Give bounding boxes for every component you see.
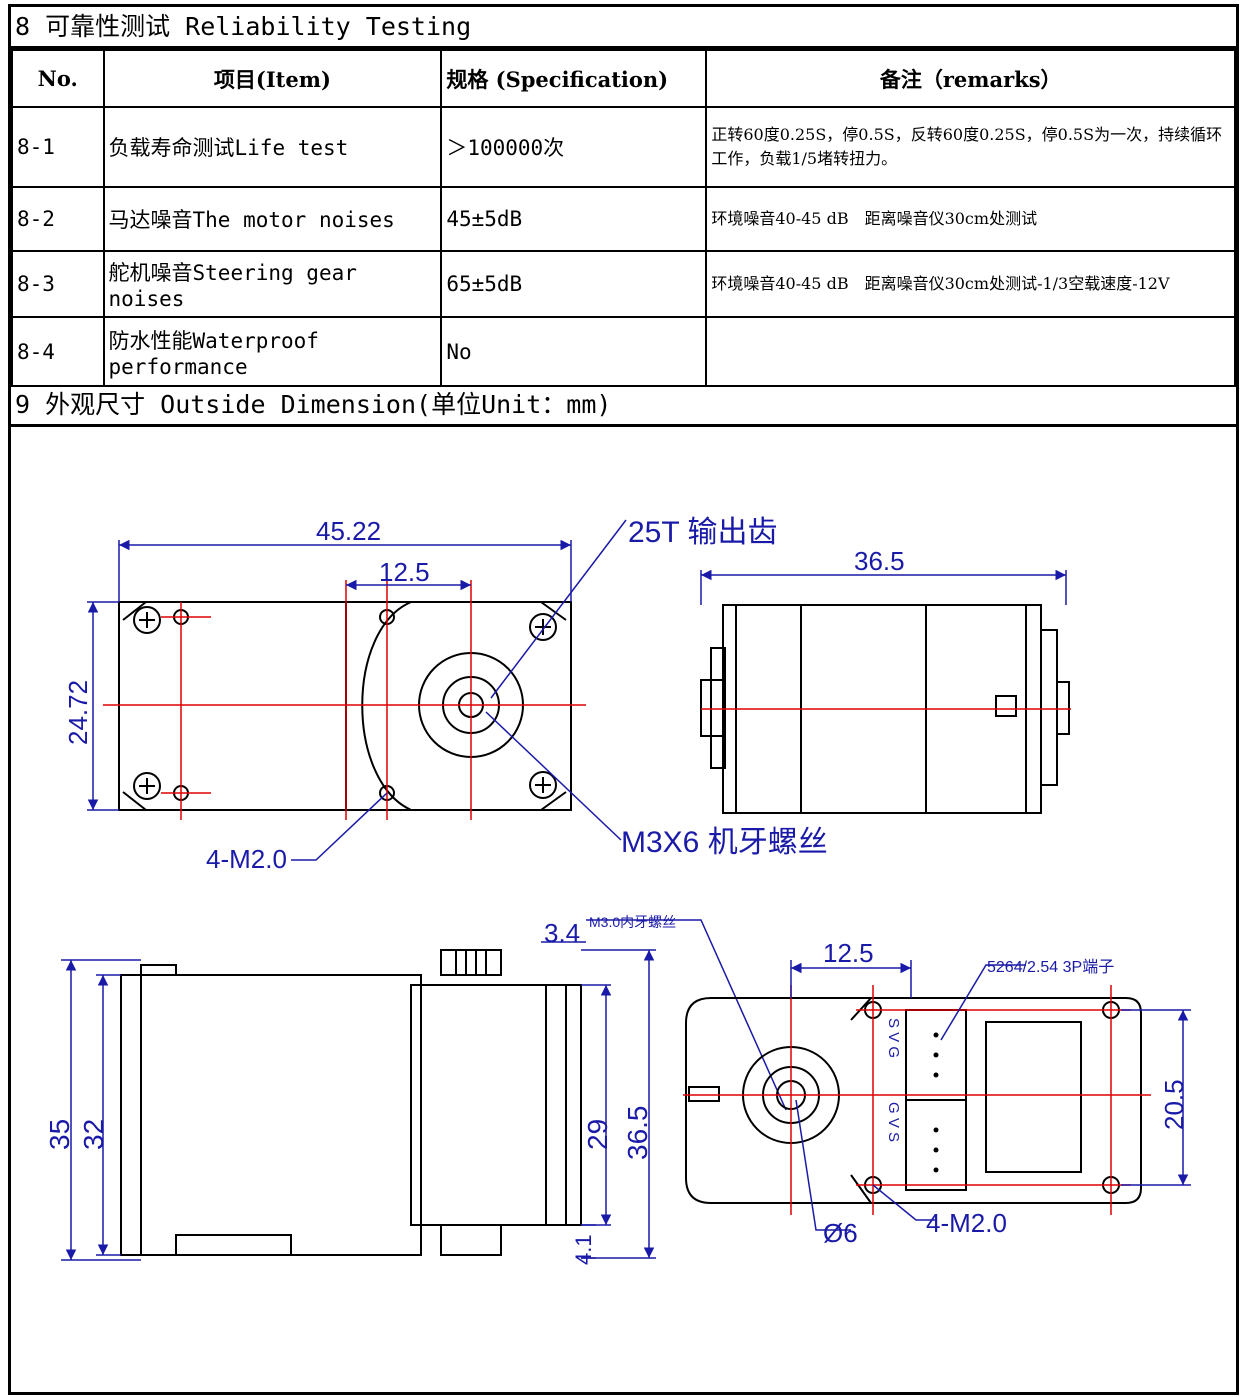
table-row: 8-4 防水性能Waterproof performance No <box>11 316 1236 387</box>
dim-h4: 36.5 <box>622 1106 653 1161</box>
dim-diameter: Ø6 <box>823 1218 858 1248</box>
dim-top-offset: 3.4 <box>544 918 580 948</box>
row-remarks: 环境噪音40-45 dB 距离噪音仪30cm处测试 <box>705 186 1236 252</box>
table-header-row: No. 项目(Item) 规格 (Specification) 备注（remar… <box>11 49 1236 108</box>
row-remarks: 环境噪音40-45 dB 距离噪音仪30cm处测试-1/3空载速度-12V <box>705 250 1236 318</box>
dim-bottom-offset: 4.1 <box>571 1234 596 1265</box>
reliability-table: No. 项目(Item) 规格 (Specification) 备注（remar… <box>11 49 1236 387</box>
label-connector: 5264/2.54 3P端子 <box>987 958 1114 976</box>
section-9-title: 9 外观尺寸 Outside Dimension(单位Unit：mm) <box>11 385 1236 427</box>
row-no: 8-3 <box>11 250 105 318</box>
top-view: 45.22 12.5 24.72 25T 输出齿 4-M2.0 M3X6 机牙螺… <box>63 516 828 874</box>
table-row: 8-2 马达噪音The motor noises 45±5dB 环境噪音40-4… <box>11 186 1236 252</box>
dim-offset: 12.5 <box>379 557 430 587</box>
label-spline: 25T 输出齿 <box>628 516 778 549</box>
dim-depth: 36.5 <box>854 546 905 576</box>
row-spec: No <box>440 316 708 387</box>
centerlines <box>103 580 586 820</box>
front-view: 35 32 29 36.5 3.4 4.1 M3.0内牙螺丝 <box>44 914 787 1265</box>
row-item: 舵机噪音Steering gear noises <box>102 250 443 318</box>
header-item: 项目(Item) <box>102 49 443 108</box>
row-remarks: 正转60度0.25S，停0.5S，反转60度0.25S，停0.5S为一次，持续循… <box>705 106 1236 188</box>
table-row: 8-1 负载寿命测试Life test ＞100000次 正转60度0.25S，… <box>11 106 1236 188</box>
datasheet-page: 8 可靠性测试 Reliability Testing No. 项目(Item)… <box>8 4 1239 1395</box>
header-spec: 规格 (Specification) <box>440 49 708 108</box>
header-no: No. <box>11 49 105 108</box>
row-spec: 65±5dB <box>440 250 708 318</box>
row-spec: 45±5dB <box>440 186 708 252</box>
row-item: 防水性能Waterproof performance <box>102 316 443 387</box>
table-row: 8-3 舵机噪音Steering gear noises 65±5dB 环境噪音… <box>11 250 1236 318</box>
row-item: 马达噪音The motor noises <box>102 186 443 252</box>
side-view: 36.5 <box>700 546 1071 814</box>
pins-b: G V S <box>885 1102 902 1142</box>
dim-h1: 35 <box>44 1119 75 1150</box>
dim-h2: 32 <box>78 1119 109 1150</box>
dim-height: 24.72 <box>63 680 93 745</box>
row-item: 负载寿命测试Life test <box>102 106 443 188</box>
row-no: 8-2 <box>11 186 105 252</box>
label-holes: 4-M2.0 <box>206 844 287 874</box>
dim-height-bottom: 20.5 <box>1159 1079 1189 1130</box>
row-spec: ＞100000次 <box>440 106 708 188</box>
row-remarks <box>705 316 1236 387</box>
dim-offset-bottom: 12.5 <box>823 938 874 968</box>
dim-width: 45.22 <box>316 516 381 546</box>
header-remarks: 备注（remarks） <box>705 49 1236 108</box>
label-screw-note: M3.0内牙螺丝 <box>589 914 676 930</box>
label-screws: M3X6 机牙螺丝 <box>621 826 828 859</box>
bottom-view: 12.5 20.5 Ø6 4-M2.0 5264/2.54 3P端子 S V G… <box>683 938 1191 1248</box>
row-no: 8-1 <box>11 106 105 188</box>
dimension-drawing: 45.22 12.5 24.72 25T 输出齿 4-M2.0 M3X6 机牙螺… <box>44 516 1191 1265</box>
label-holes-bottom: 4-M2.0 <box>926 1208 1007 1238</box>
dim-h3: 29 <box>582 1119 613 1150</box>
pins-a: S V G <box>885 1018 902 1058</box>
section-8-title: 8 可靠性测试 Reliability Testing <box>11 7 1236 49</box>
row-no: 8-4 <box>11 316 105 387</box>
